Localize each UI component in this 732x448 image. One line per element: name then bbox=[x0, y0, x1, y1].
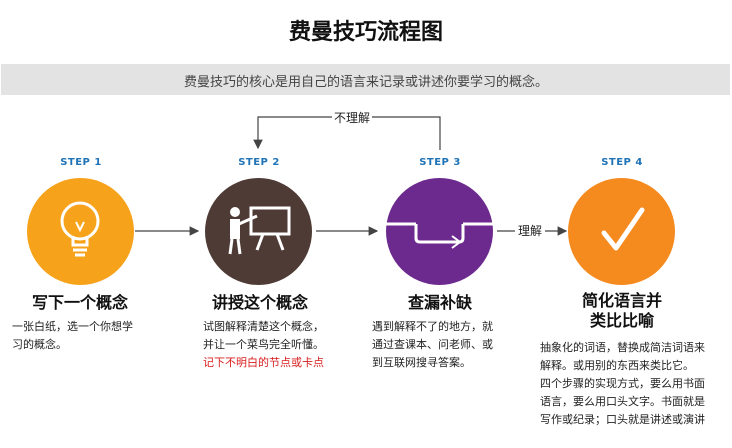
page-title: 费曼技巧流程图 bbox=[288, 20, 443, 45]
step-2-heading: 讲授这个概念 bbox=[211, 293, 308, 312]
step-3-heading: 查漏补缺 bbox=[407, 293, 472, 312]
step-3-label: STEP 3 bbox=[419, 157, 461, 168]
step-3-desc: 遇到解释不了的地方，就 通过查课本、问老师、或 到互联网搜寻答案。 bbox=[372, 320, 493, 369]
step-2-circle bbox=[205, 178, 312, 285]
loop-label: 不理解 bbox=[332, 109, 373, 126]
checkmark-icon bbox=[601, 207, 645, 251]
gap-bridge-icon bbox=[386, 222, 493, 249]
subtitle: 费曼技巧的核心是用自己的语言来记录或讲述你要学习的概念。 bbox=[183, 75, 548, 90]
step-4-circle bbox=[568, 178, 675, 285]
step-1-label: STEP 1 bbox=[60, 157, 102, 168]
step-1-desc: 一张白纸，选一个你想学 习的概念。 bbox=[12, 320, 133, 351]
step-4-heading: 简化语言并 类比比喻 bbox=[581, 291, 662, 330]
understand-label: 理解 bbox=[515, 222, 546, 239]
step-1-circle bbox=[27, 178, 134, 285]
step-4-label: STEP 4 bbox=[601, 157, 643, 168]
teacher-board-icon bbox=[228, 206, 291, 255]
step-2-highlight: 记下不明白的节点或卡点 bbox=[203, 356, 324, 369]
step-2-desc: 试图解释清楚这个概念， 并让一个菜鸟完全听懂。 记下不明白的节点或卡点 bbox=[203, 318, 363, 372]
step-4-desc: 抽象化的词语，替换成简洁词语来 解释。或用别的东西来类比它。 四个步骤的实现方式… bbox=[540, 341, 705, 426]
step-2-label: STEP 2 bbox=[238, 157, 280, 168]
step-3-circle bbox=[386, 178, 493, 285]
step-1-heading: 写下一个概念 bbox=[31, 293, 128, 312]
subtitle-bar bbox=[1, 64, 730, 95]
lightbulb-icon bbox=[60, 201, 100, 257]
